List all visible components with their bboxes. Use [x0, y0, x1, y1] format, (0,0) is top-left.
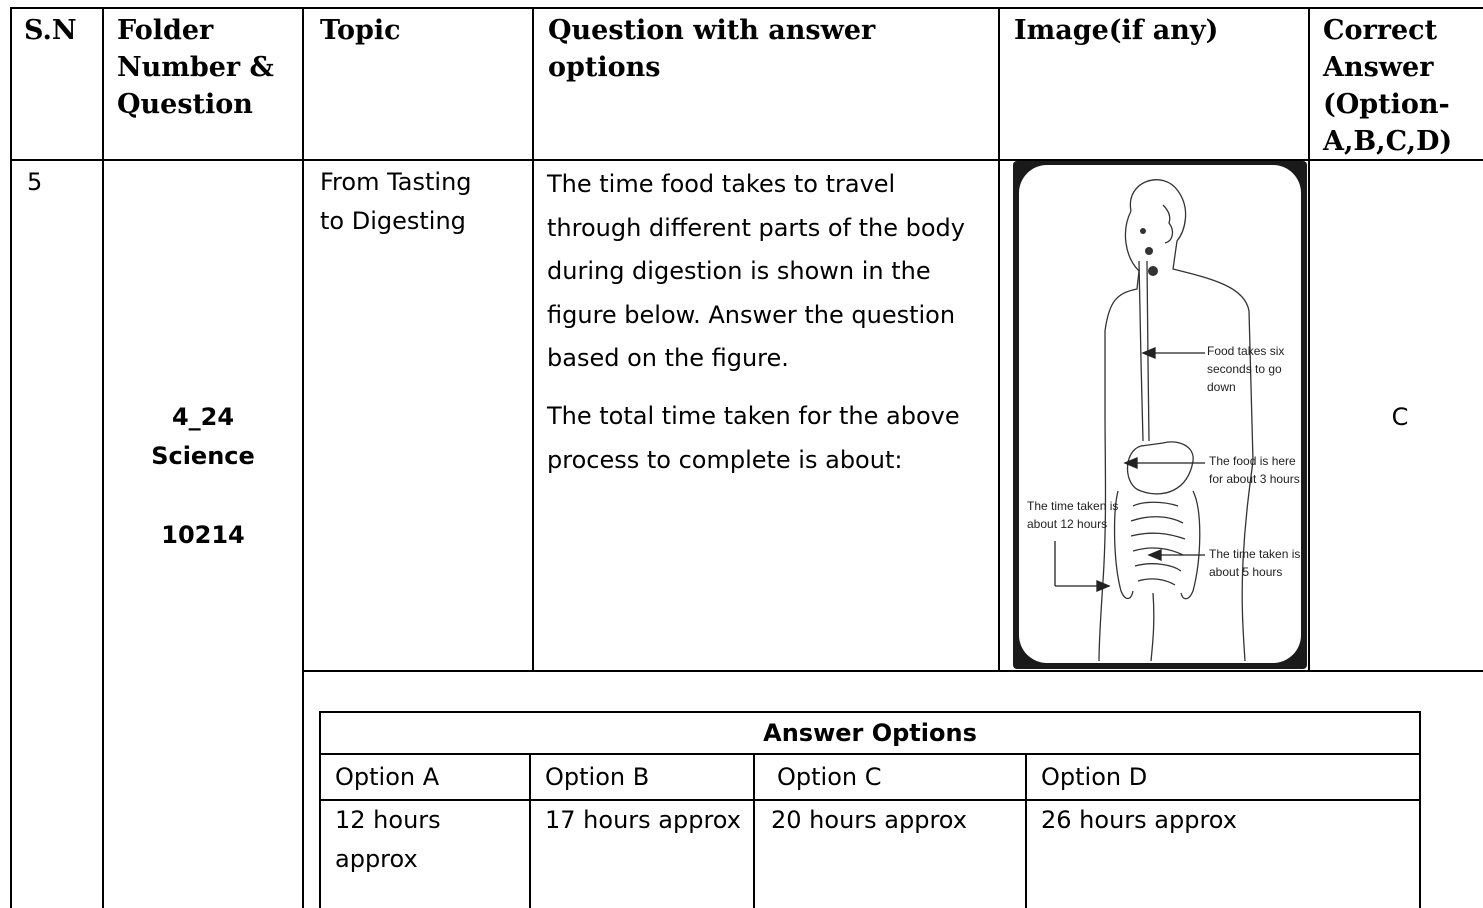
- option-a-header: Option A: [335, 763, 440, 791]
- option-b-header: Option B: [545, 763, 650, 791]
- opt-col-divider-2: [753, 753, 755, 908]
- figure-label-food-down: Food takes six seconds to go down: [1207, 344, 1285, 394]
- col-border-1: [102, 7, 104, 908]
- opt-col-divider-1: [529, 753, 531, 908]
- figure-label-stomach: The food is here for about 3 hours: [1209, 454, 1300, 486]
- header-image: Image(if any): [1014, 15, 1219, 46]
- option-d-header: Option D: [1041, 763, 1148, 791]
- row-divider: [302, 670, 1483, 672]
- figure-label-large-intestine: The time taken is about 12 hours: [1027, 499, 1119, 531]
- folder-subject: Science: [151, 442, 255, 470]
- header-question: Question with answer options: [548, 15, 876, 83]
- col-border-0: [10, 7, 12, 908]
- option-b-value: 17 hours approx: [545, 806, 741, 834]
- folder-code: 4_24: [171, 403, 235, 431]
- header-bottom-border: [10, 159, 1483, 161]
- figure-label-small-intestine: The time taken is about 5 hours: [1209, 547, 1301, 579]
- header-correct-answer: Correct Answer (Option- A,B,C,D): [1323, 15, 1453, 157]
- col-border-3: [532, 7, 534, 671]
- question-prompt: The total time taken for the above proce…: [547, 402, 960, 474]
- col-border-4: [998, 7, 1000, 671]
- answer-options-table: Answer Options Option A Option B Option …: [319, 711, 1421, 908]
- option-c-header: Option C: [777, 763, 882, 791]
- serial-number: 5: [27, 168, 43, 196]
- header-sn: S.N: [24, 15, 77, 46]
- topic-text: From Tasting to Digesting: [320, 168, 472, 235]
- answer-options-title: Answer Options: [321, 713, 1419, 755]
- table-top-border: [10, 7, 1483, 9]
- header-topic: Topic: [320, 15, 401, 46]
- col-border-2: [302, 7, 304, 908]
- question-text: The time food takes to travel through di…: [547, 170, 965, 372]
- answer-options-header-row: [321, 753, 1419, 801]
- option-c-value: 20 hours approx: [771, 806, 967, 834]
- col-border-5: [1308, 7, 1310, 671]
- digestion-diagram-image: Food takes six seconds to go down The fo…: [1013, 161, 1307, 669]
- header-folder: Folder Number & Question: [117, 15, 274, 120]
- correct-answer: C: [1391, 403, 1409, 431]
- option-d-value: 26 hours approx: [1041, 806, 1237, 834]
- option-a-value: 12 hours approx: [335, 806, 441, 873]
- folder-number: 10214: [161, 521, 245, 549]
- opt-col-divider-3: [1025, 753, 1027, 908]
